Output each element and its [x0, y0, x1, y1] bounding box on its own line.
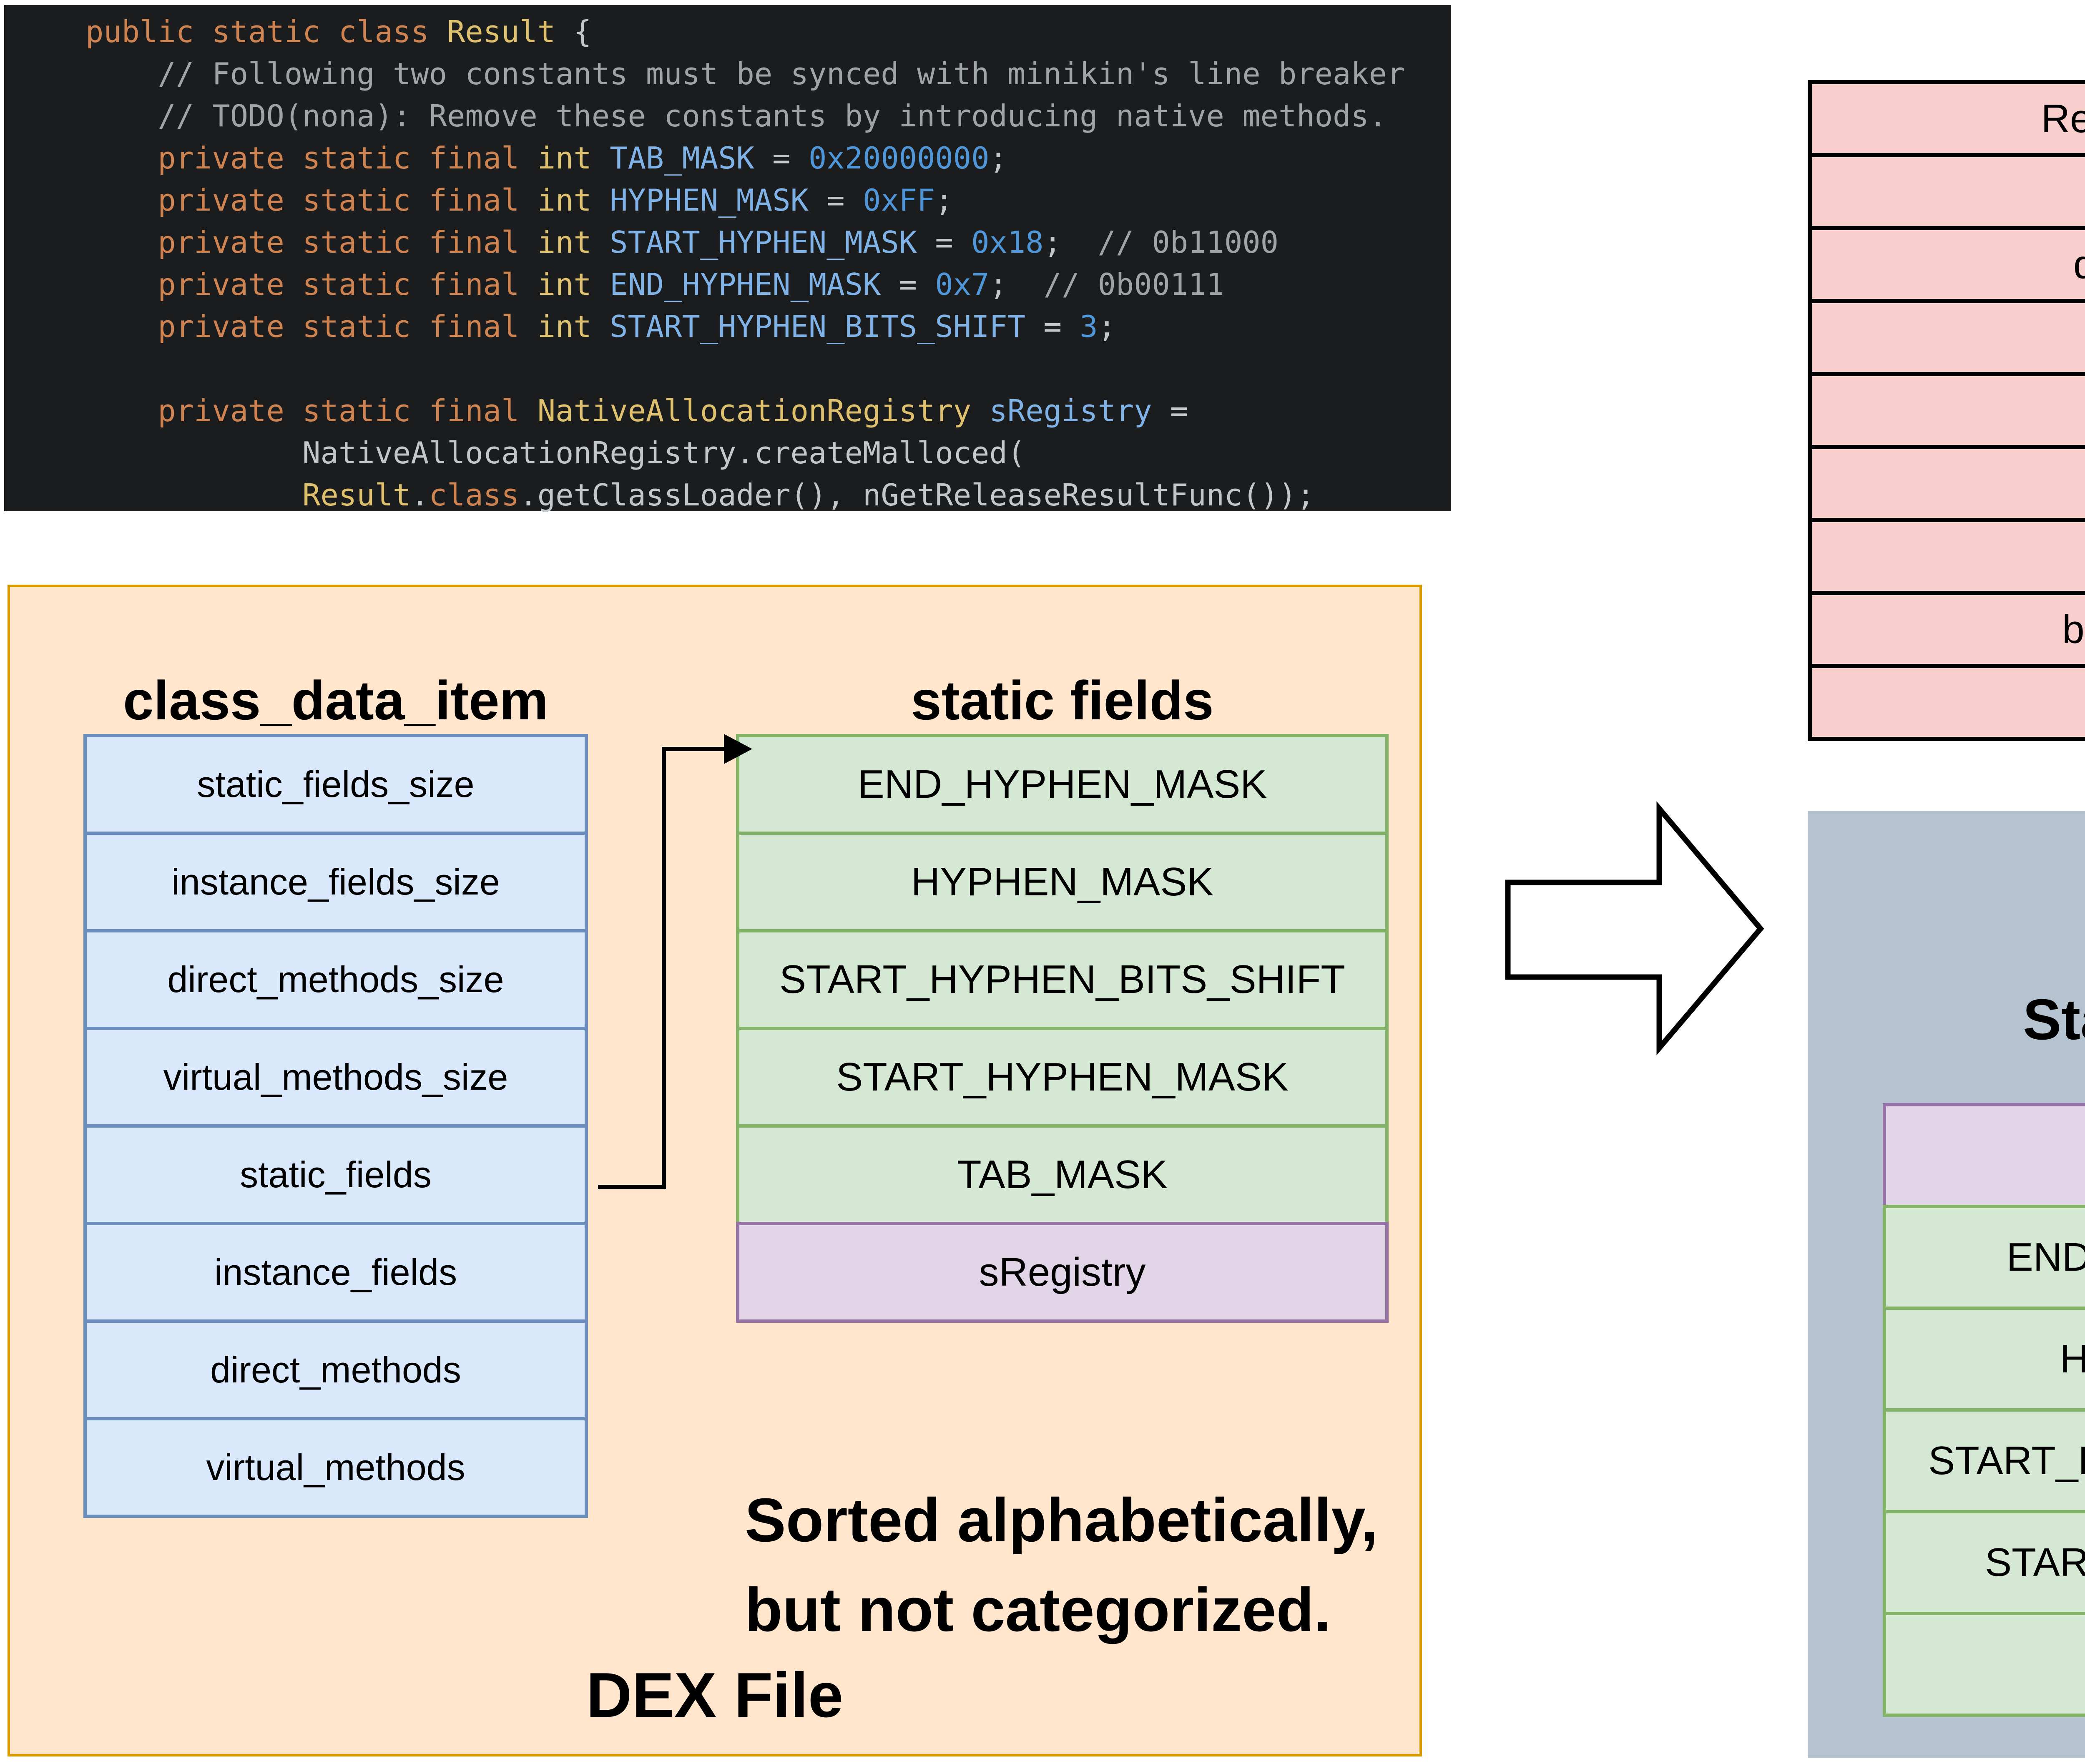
- class-static-field-row: START_HYPHEN_MASK: [1883, 1510, 2085, 1615]
- sorted-note: Sorted alphabetically, but not categoriz…: [745, 1486, 1378, 1644]
- order-table: Reference Fieldslong Fieldsdouble Fields…: [1808, 80, 2085, 741]
- static-fields-row: END_HYPHEN_MASK: [736, 734, 1389, 835]
- code-line: // Following two constants must be synce…: [158, 56, 1405, 91]
- static-fields-row: START_HYPHEN_MASK: [736, 1027, 1389, 1128]
- class-data-item-row: direct_methods_size: [83, 929, 588, 1030]
- order-row: double Fields: [1808, 226, 2085, 303]
- dex-file-label: DEX File: [586, 1660, 844, 1731]
- code-line: private static final int START_HYPHEN_BI…: [158, 309, 1116, 344]
- static-fields-title: static fields: [911, 670, 1214, 731]
- class-data-item-row: virtual_methods: [83, 1417, 588, 1518]
- static-fields-row: sRegistry: [736, 1222, 1389, 1323]
- class-data-item-title: class_data_item: [123, 670, 548, 731]
- class-data-item-row: virtual_methods_size: [83, 1027, 588, 1128]
- class-static-field-row: sRegistry: [1883, 1103, 2085, 1208]
- code-line: private static final int TAB_MASK = 0x20…: [158, 141, 1007, 176]
- static-fields-row: TAB_MASK: [736, 1124, 1389, 1225]
- order-row: boolean Fields: [1808, 591, 2085, 668]
- order-row: short Fields: [1808, 518, 2085, 595]
- code-line: private static final int HYPHEN_MASK = 0…: [158, 183, 953, 218]
- class-static-field-row: TAB_MASK: [1883, 1612, 2085, 1717]
- class-title: Class: [1808, 844, 2085, 911]
- static-fields-row: START_HYPHEN_BITS_SHIFT: [736, 929, 1389, 1030]
- order-row: char Fields: [1808, 445, 2085, 522]
- class-static-field-row: END_HYPHEN_MASK: [1883, 1205, 2085, 1310]
- code-line: private static final int END_HYPHEN_MASK…: [158, 267, 1224, 302]
- class-data-item-row: instance_fields_size: [83, 832, 588, 932]
- class-box: Class Static Fields sRegistryEND_HYPHEN_…: [1808, 811, 2085, 1758]
- static-fields-row: HYPHEN_MASK: [736, 832, 1389, 932]
- class-static-fields-table: sRegistryEND_HYPHEN_MASKHYPHEN_MASKSTART…: [1883, 1103, 2085, 1717]
- code-line: private static final NativeAllocationReg…: [158, 393, 1188, 428]
- code-line: Result.class.getClassLoader(), nGetRelea…: [302, 477, 1315, 513]
- order-row: float Fields: [1808, 372, 2085, 449]
- code-line: public static class Result {: [85, 14, 592, 49]
- static-fields-pointer-arrow: [598, 734, 752, 1189]
- order-row: byte Fields: [1808, 664, 2085, 741]
- order-row: int Fields: [1808, 299, 2085, 376]
- class-data-item-row: static_fields_size: [83, 734, 588, 835]
- class-data-item-row: static_fields: [83, 1124, 588, 1225]
- code-line: private static final int START_HYPHEN_MA…: [158, 225, 1279, 260]
- order-row: Reference Fields: [1808, 80, 2085, 157]
- code-line: NativeAllocationRegistry.createMalloced(: [85, 435, 1026, 470]
- class-static-field-row: HYPHEN_MASK: [1883, 1307, 2085, 1412]
- order-row: long Fields: [1808, 153, 2085, 230]
- class-data-item-row: direct_methods: [83, 1319, 588, 1420]
- class-static-field-row: START_HYPHEN_BITS_SHIFT: [1883, 1408, 2085, 1513]
- transform-arrow-icon: [1505, 801, 1764, 1055]
- code-line: [85, 348, 1451, 390]
- class-data-item-row: instance_fields: [83, 1222, 588, 1323]
- class-static-fields-title: Static Fields: [2023, 988, 2085, 1052]
- order-title: Order: [1808, 4, 2085, 75]
- code-line: // TODO(nona): Remove these constants by…: [158, 98, 1387, 133]
- code-editor-snippet: public static class Result { // Followin…: [4, 5, 1451, 513]
